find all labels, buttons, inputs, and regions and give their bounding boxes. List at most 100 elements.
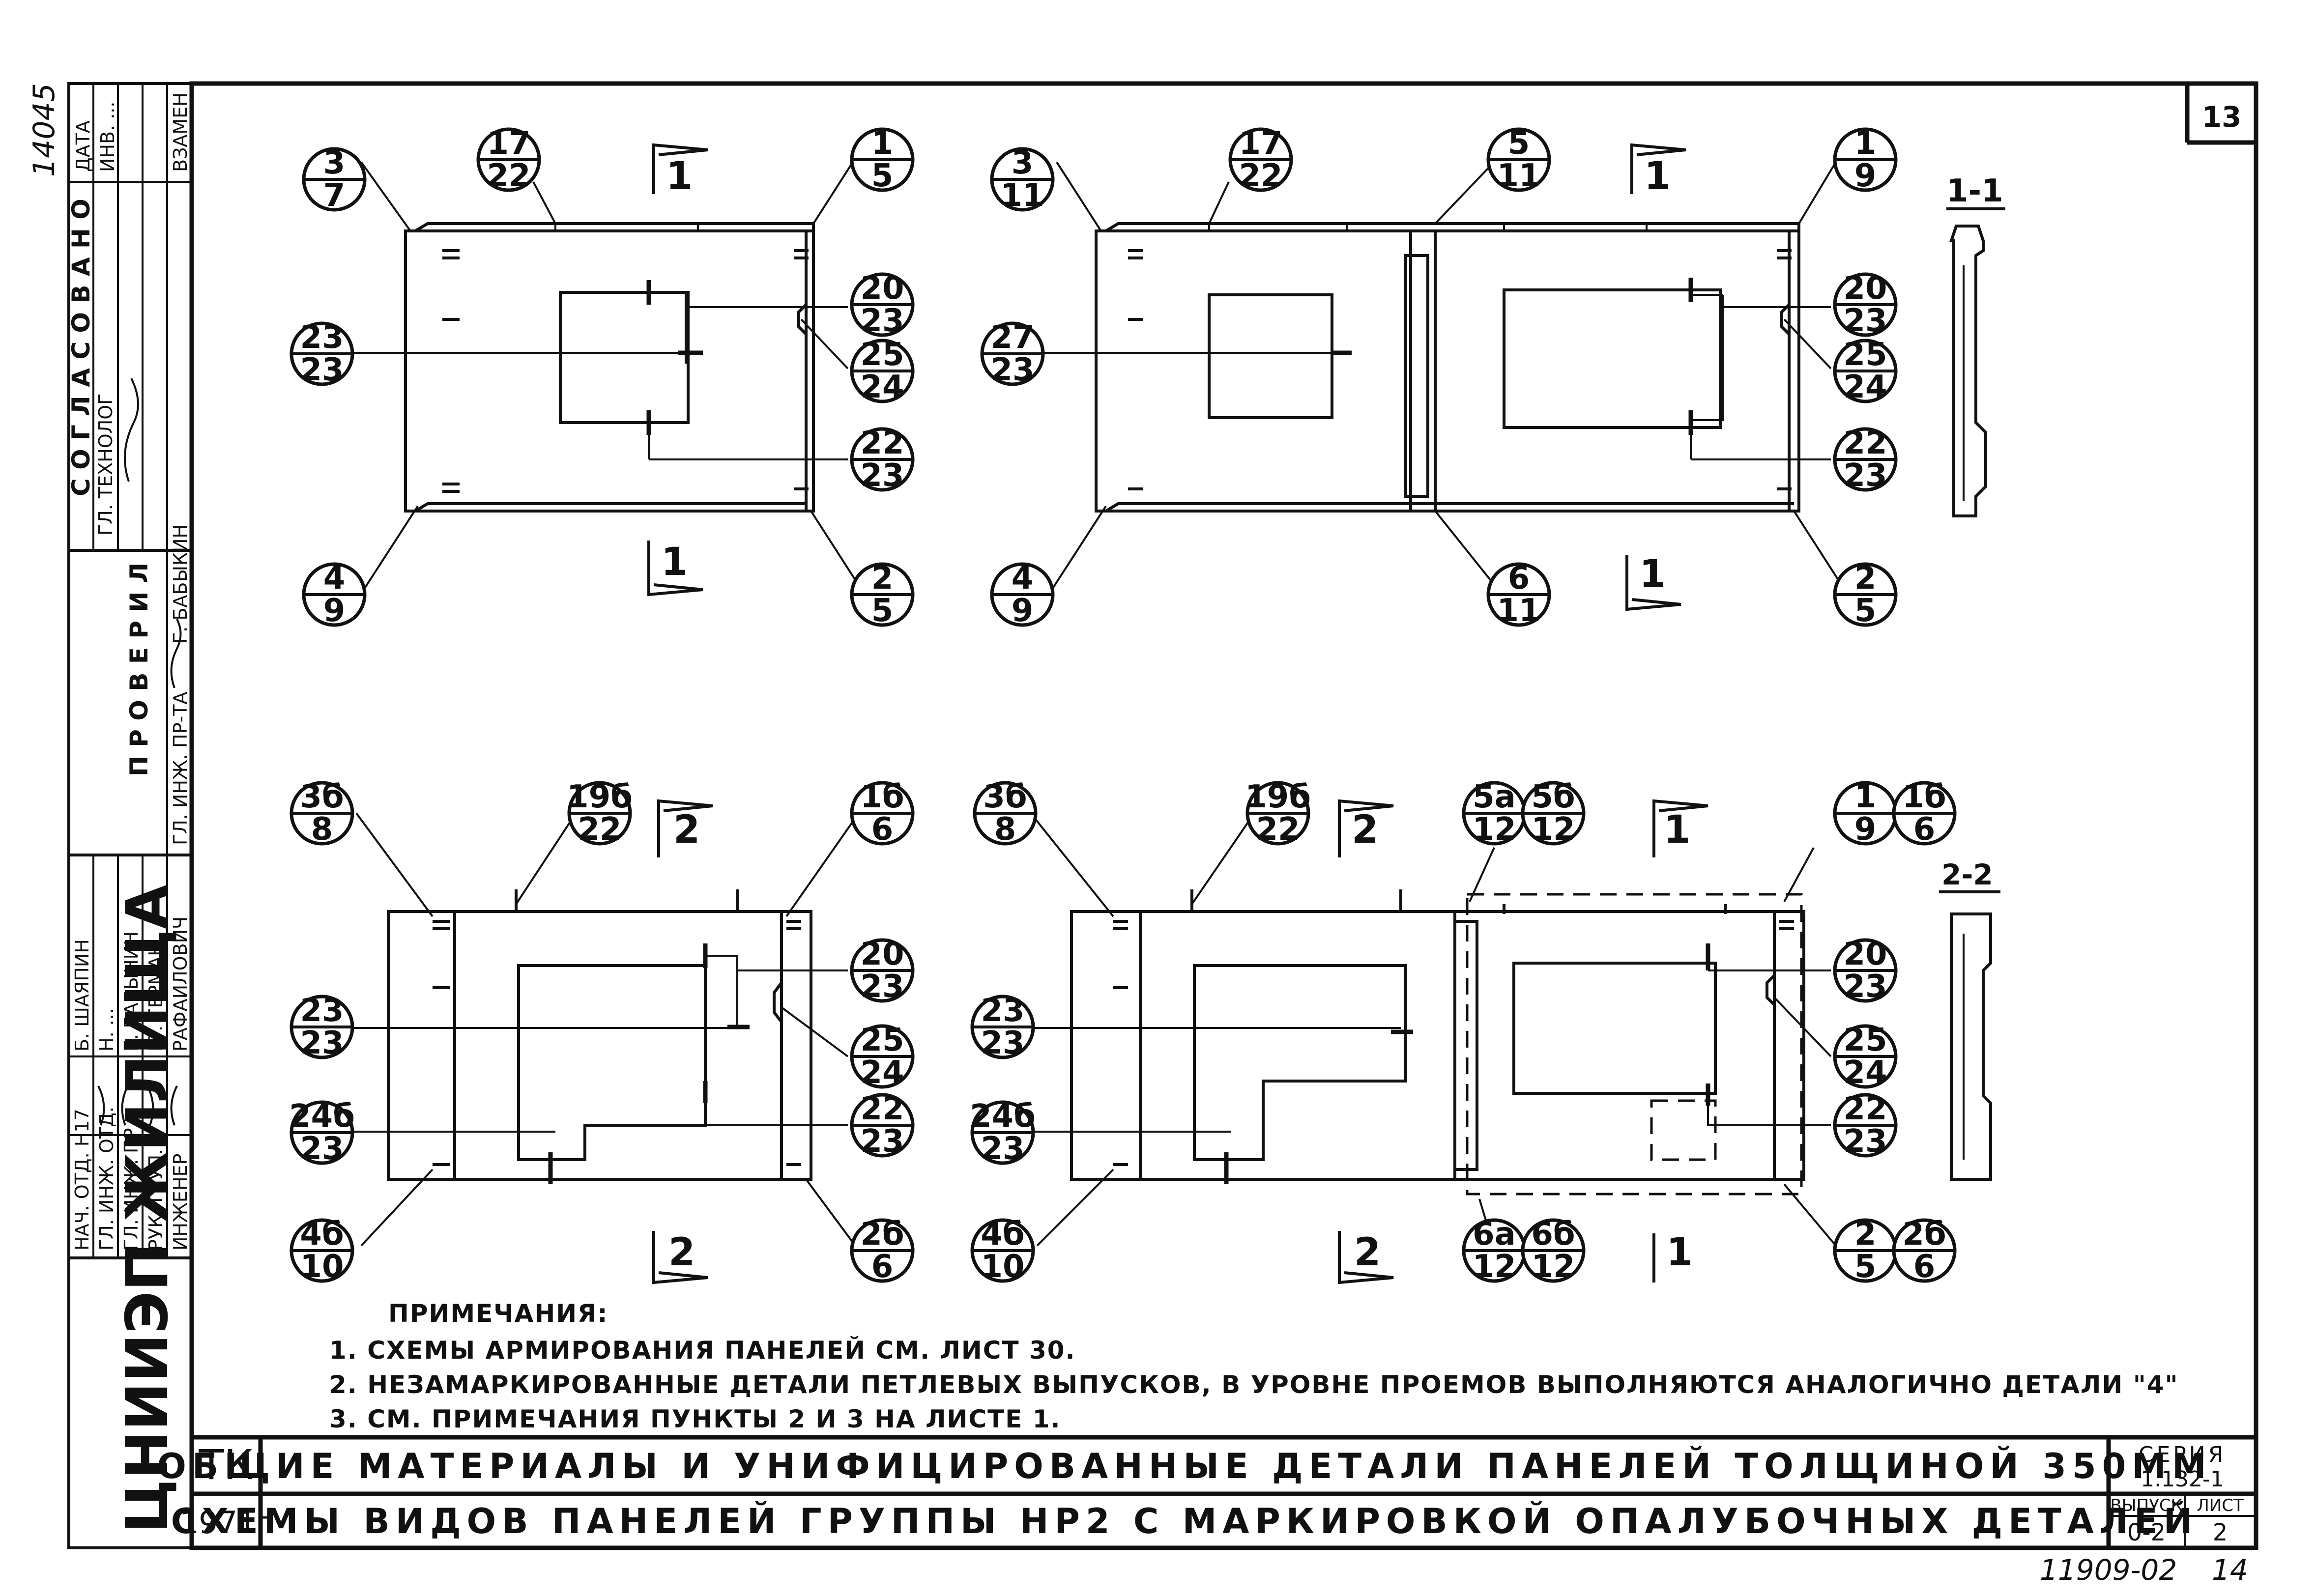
svg-text:1: 1 — [1666, 1230, 1693, 1275]
issue-value: 0-2 — [2127, 1519, 2166, 1546]
svg-text:6: 6 — [871, 811, 894, 848]
svg-text:6: 6 — [1913, 1249, 1936, 1285]
svg-text:8: 8 — [994, 811, 1016, 848]
svg-text:12: 12 — [1472, 1249, 1516, 1285]
checked-title: П Р О В Е Р И Л — [125, 563, 153, 776]
svg-text:23: 23 — [1843, 1123, 1887, 1160]
svg-text:23: 23 — [860, 1123, 904, 1160]
inv-label: ИНВ. ... — [97, 102, 118, 172]
bottom-code: 11909-02 — [2040, 1553, 2177, 1587]
detail-marker-p1-3: 15 — [850, 125, 915, 194]
title-block: ТК 1971г ОБЩИЕ МАТЕРИАЛЫ И УНИФИЦИРОВАНН… — [157, 1435, 2256, 1548]
cut-mark-2: 1 — [647, 540, 703, 597]
svg-text:5а: 5а — [1473, 779, 1516, 815]
detail-marker-p3-3: 1б6 — [850, 779, 915, 848]
svg-text:3б: 3б — [983, 779, 1027, 815]
svg-text:3б: 3б — [300, 779, 344, 815]
svg-text:2: 2 — [1354, 1230, 1381, 1275]
svg-text:6: 6 — [1508, 560, 1530, 597]
section-1-1-label: 1-1 — [1946, 173, 2003, 209]
cut-mark-9: 2 — [1338, 1230, 1394, 1284]
svg-text:1: 1 — [1664, 808, 1690, 852]
svg-text:20: 20 — [860, 270, 904, 307]
cut-mark-7: 2 — [1338, 799, 1394, 857]
detail-marker-p2-11: 25 — [1833, 560, 1898, 629]
svg-text:11: 11 — [1497, 158, 1540, 194]
inventory-number: 14045 — [27, 83, 61, 177]
detail-marker-p3-10: 2б6 — [850, 1216, 915, 1285]
title-line-2: СХЕМЫ ВИДОВ ПАНЕЛЕЙ ГРУППЫ НР2 С МАРКИРО… — [171, 1501, 2199, 1541]
org-name: ЦНИИЭП ЖИЛИЩА — [113, 884, 181, 1533]
svg-text:3: 3 — [1012, 145, 1034, 181]
side-block: С О Г Л А С О В А Н О ГЛ. ТЕХНОЛОГ ДАТА … — [67, 82, 193, 1549]
svg-text:22: 22 — [487, 158, 530, 194]
doc-code: ТК — [199, 1441, 254, 1489]
role-2: ГЛ. ИНЖ. ОТД. — [96, 1107, 117, 1251]
svg-text:5б: 5б — [1531, 779, 1575, 815]
section-2-2-label: 2-2 — [1941, 858, 1993, 891]
name-1: Б. ШАЯПИН — [71, 939, 93, 1052]
svg-text:1: 1 — [1854, 125, 1877, 162]
panel-view-2 — [1027, 161, 1839, 591]
svg-text:25: 25 — [860, 337, 904, 373]
name-5: РАФАИЛОВИЧ — [170, 916, 191, 1052]
svg-text:2: 2 — [871, 560, 894, 597]
approver-name: Г. БАБЫКИН — [170, 524, 191, 644]
svg-text:7: 7 — [323, 177, 346, 214]
svg-text:6: 6 — [871, 1249, 894, 1285]
name-2: Н. ... — [96, 1008, 117, 1052]
doc-year: 1971г — [179, 1505, 273, 1540]
svg-text:24б: 24б — [970, 1098, 1036, 1135]
svg-text:1: 1 — [666, 154, 693, 199]
cut-marks: 1 1 1 1 2 2 2 1 2 1 — [647, 143, 1708, 1284]
detail-markers: 3717221523232023252422234925311172251119… — [289, 125, 1957, 1285]
date-label: ДАТА — [72, 120, 94, 172]
svg-text:4: 4 — [323, 560, 346, 597]
svg-text:23: 23 — [1843, 303, 1887, 339]
detail-marker-p4-15: 25 — [1833, 1216, 1898, 1285]
svg-text:10: 10 — [300, 1249, 344, 1285]
svg-text:23: 23 — [300, 352, 344, 388]
svg-text:22: 22 — [1256, 811, 1300, 848]
series-label: СЕРИЯ — [2139, 1442, 2227, 1467]
svg-text:23: 23 — [300, 993, 344, 1029]
notes-block: ПРИМЕЧАНИЯ: 1. СХЕМЫ АРМИРОВАНИЯ ПАНЕЛЕЙ… — [329, 1299, 2178, 1433]
svg-text:2: 2 — [1854, 560, 1877, 597]
svg-text:2: 2 — [673, 808, 700, 852]
svg-text:23: 23 — [981, 1025, 1024, 1061]
detail-marker-p4-16: 2б6 — [1892, 1216, 1957, 1285]
svg-text:20: 20 — [1843, 270, 1887, 307]
svg-text:23: 23 — [860, 969, 904, 1005]
svg-text:23: 23 — [981, 993, 1024, 1029]
svg-text:2: 2 — [1352, 808, 1378, 852]
approver-role: ГЛ. ИНЖ. ПР-ТА — [170, 692, 191, 845]
svg-text:4б: 4б — [981, 1216, 1024, 1253]
svg-text:6а: 6а — [1473, 1216, 1516, 1253]
svg-text:17: 17 — [1239, 125, 1282, 162]
svg-text:23: 23 — [990, 352, 1034, 388]
name-4: Ю. ГЕРМАН — [145, 942, 167, 1052]
cut-mark-4: 1 — [1625, 552, 1681, 611]
svg-text:2б: 2б — [1902, 1216, 1946, 1253]
notes-heading: ПРИМЕЧАНИЯ: — [388, 1299, 608, 1328]
role-1: НАЧ. ОТД. Н17 — [71, 1109, 93, 1251]
svg-text:9: 9 — [323, 593, 346, 629]
detail-marker-p1-9: 25 — [850, 560, 915, 629]
svg-text:25: 25 — [1843, 1022, 1887, 1058]
svg-text:8: 8 — [311, 811, 333, 848]
svg-text:2б: 2б — [860, 1216, 904, 1253]
bottom-page: 14 — [2212, 1553, 2248, 1587]
svg-text:12: 12 — [1472, 811, 1516, 848]
svg-text:23: 23 — [860, 303, 904, 339]
svg-text:23: 23 — [300, 319, 344, 356]
